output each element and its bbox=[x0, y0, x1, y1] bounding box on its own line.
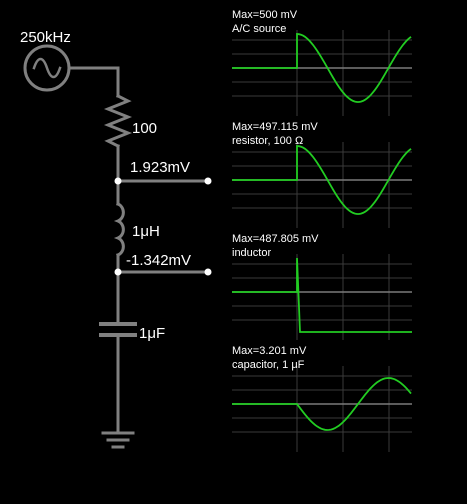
scope-description: A/C source bbox=[232, 23, 286, 35]
probe-terminal[interactable] bbox=[204, 177, 212, 185]
scope-panel[interactable]: Max=500 mV A/C source bbox=[232, 9, 412, 116]
nodes bbox=[114, 177, 212, 276]
capacitor-label: 1μF bbox=[139, 325, 165, 342]
node-dot[interactable] bbox=[114, 177, 122, 185]
node-dot[interactable] bbox=[114, 268, 122, 276]
scope-max-label: Max=487.805 mV bbox=[232, 233, 319, 245]
scope-description: inductor bbox=[232, 247, 271, 259]
scope-trace bbox=[232, 257, 412, 333]
scope-max-label: Max=500 mV bbox=[232, 9, 298, 21]
resistor[interactable] bbox=[103, 93, 133, 149]
circuit bbox=[23, 44, 210, 449]
scope-trace bbox=[232, 377, 412, 431]
scope-description: resistor, 100 Ω bbox=[232, 135, 303, 147]
scope-max-label: Max=3.201 mV bbox=[232, 345, 307, 357]
scope-panel[interactable]: Max=3.201 mV capacitor, 1 μF bbox=[232, 345, 412, 452]
inductor[interactable] bbox=[113, 202, 125, 257]
scope-description: capacitor, 1 μF bbox=[232, 359, 305, 371]
scope-trace bbox=[232, 33, 412, 103]
ground-icon bbox=[101, 431, 135, 449]
sine-icon bbox=[32, 57, 62, 79]
scope-trace bbox=[232, 145, 412, 215]
probe-terminal[interactable] bbox=[204, 268, 212, 276]
inductor-label: 1μH bbox=[132, 223, 160, 240]
source-frequency-label: 250kHz bbox=[20, 29, 71, 46]
node1-voltage-label: 1.923mV bbox=[130, 159, 190, 176]
resistor-label: 100 bbox=[132, 120, 157, 137]
scope-panel[interactable]: Max=487.805 mV inductor bbox=[232, 233, 412, 340]
node2-voltage-label: -1.342mV bbox=[126, 252, 191, 269]
wire-source-top bbox=[67, 66, 120, 98]
scope-panel[interactable]: Max=497.115 mV resistor, 100 Ω bbox=[232, 121, 412, 228]
scope-max-label: Max=497.115 mV bbox=[232, 121, 318, 133]
